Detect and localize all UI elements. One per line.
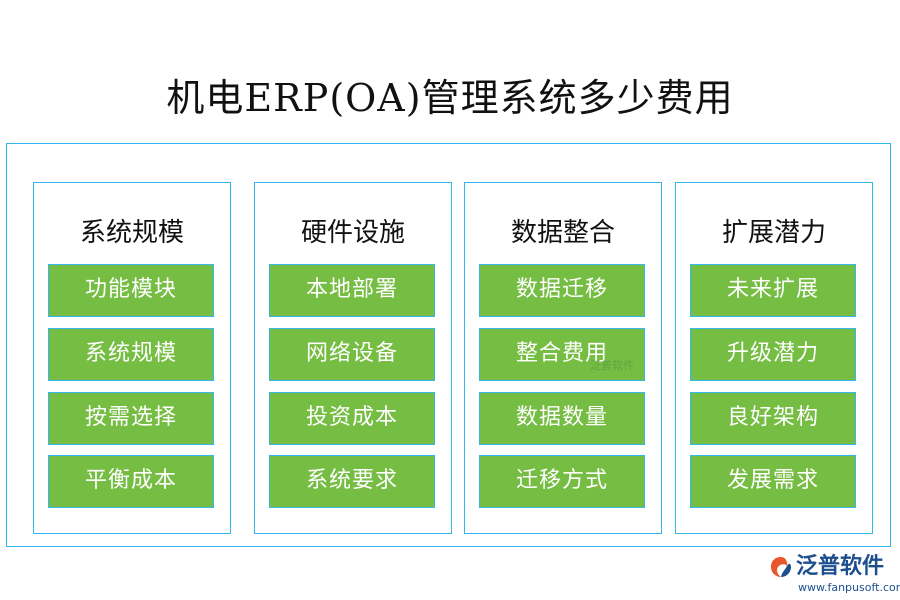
item-box: 良好架构: [690, 392, 856, 445]
item-box: 升级潜力: [690, 328, 856, 381]
column-heading: 数据整合: [510, 218, 615, 248]
item-box: 系统规模: [48, 328, 214, 381]
item-box: 整合费用: [479, 328, 645, 381]
item-box: 网络设备: [269, 328, 435, 381]
item-box: 数据迁移: [479, 264, 645, 317]
item-box: 数据数量: [479, 392, 645, 445]
column-data-integration: 数据整合 数据迁移 整合费用 数据数量 迁移方式: [464, 182, 662, 534]
column-hardware: 硬件设施 本地部署 网络设备 投资成本 系统要求: [254, 182, 452, 534]
logo-swirl-icon: [771, 557, 791, 577]
item-box: 按需选择: [48, 392, 214, 445]
item-box: 本地部署: [269, 264, 435, 317]
item-box: 迁移方式: [479, 455, 645, 508]
column-heading: 扩展潜力: [721, 218, 826, 248]
brand-logo: 泛普软件 www.fanpusoft.com: [768, 552, 900, 596]
logo-name: 泛普软件: [796, 554, 885, 579]
column-system-scale: 系统规模 功能模块 系统规模 按需选择 平衡成本: [33, 182, 231, 534]
item-box: 功能模块: [48, 264, 214, 317]
item-box: 发展需求: [690, 455, 856, 508]
item-box: 平衡成本: [48, 455, 214, 508]
logo-url: www.fanpusoft.com: [798, 581, 900, 594]
item-box: 系统要求: [269, 455, 435, 508]
item-box: 投资成本: [269, 392, 435, 445]
column-heading: 硬件设施: [300, 218, 405, 248]
column-expansion: 扩展潜力 未来扩展 升级潜力 良好架构 发展需求: [675, 182, 873, 534]
watermark: 泛普软件: [590, 359, 634, 372]
column-heading: 系统规模: [79, 218, 184, 248]
outer-frame: [6, 143, 891, 547]
page-title: 机电ERP(OA)管理系统多少费用: [166, 76, 734, 120]
item-box: 未来扩展: [690, 264, 856, 317]
